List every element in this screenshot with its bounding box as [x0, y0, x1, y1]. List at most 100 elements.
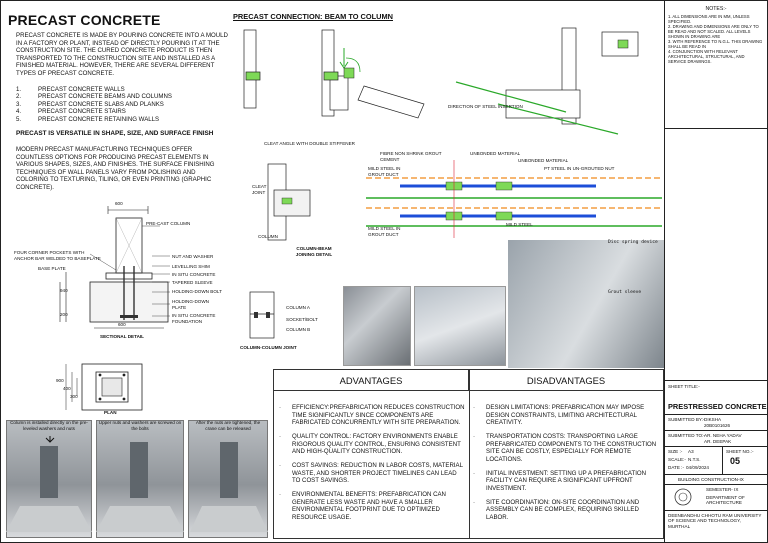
sheet-no-label: SHEET NO.:- — [726, 449, 754, 454]
page-title: PRECAST CONCRETE — [8, 12, 161, 28]
dim-bottom: 600 — [118, 322, 126, 327]
list-item: 4.PRECAST CONCRETE STAIRS — [16, 108, 126, 116]
advantages-table: ADVANTAGES DISADVANTAGES EFFICIENCY:PREF… — [273, 369, 664, 539]
list-item: COST SAVINGS: REDUCTION IN LABOR COSTS, … — [279, 462, 465, 485]
submitted-by-name: DIKSHA — [704, 417, 722, 422]
advantages-list: EFFICIENCY:PREFABRICATION REDUCES CONSTR… — [279, 404, 465, 527]
notes-title: NOTES:- — [705, 6, 727, 12]
sectional-detail-drawing — [59, 206, 170, 329]
cbjd-title: COLUMN-BEAM JOINING DETAIL — [295, 246, 333, 257]
plan-drawing — [65, 363, 143, 411]
sectional-detail-title: SECTIONAL DETAIL — [100, 334, 144, 339]
step-caption-3: After the nuts are tightened, the crane … — [195, 420, 261, 431]
versatile-heading: PRECAST IS VERSATILE IN SHAPE, SIZE, AND… — [16, 130, 214, 137]
note-item: 4. CONJUNCTION WITH RELEVANT ARCHITECTUR… — [668, 49, 745, 64]
label-foundation: IN SITU CONCRETE FOUNDATION — [172, 313, 216, 324]
label-pockets: FOUR CORNER POCKETS WITH ANCHOR BAR WELD… — [14, 250, 101, 261]
list-item: 5.PRECAST CONCRETE RETAINING WALLS — [16, 115, 160, 123]
submitted-by-label: SUBMITTED BY:- — [668, 417, 705, 422]
submitted-to-label: SUBMITTED TO:- — [668, 433, 705, 438]
dim-side-2: 200 — [60, 312, 68, 317]
label-unbonded-2: UNBONDED MATERIAL — [518, 158, 569, 163]
photo-beam-column — [414, 286, 506, 366]
list-item: TRANSPORTATION COSTS: TRANSPORTING LARGE… — [473, 433, 659, 463]
ccj-socket: SOCKET/BOLT — [286, 317, 318, 322]
size-label: SIZE :- — [668, 449, 683, 454]
step-caption-1: Column is installed directly on the pre-… — [10, 420, 88, 431]
list-item: 3.PRECAST CONCRETE SLABS AND PLANKS — [16, 100, 164, 108]
cbjd-cleat-label: CLEAT JOINT — [252, 184, 267, 195]
sheet-number: 05 — [730, 456, 741, 466]
grout-duct-detail — [366, 160, 662, 238]
ccj-column-a: COLUMN A — [286, 305, 310, 310]
scale-label: SCALE:- — [668, 457, 686, 462]
note-item: 3. WITH REFERENCE TO N.G.L. THIS DRAWING… — [668, 39, 763, 49]
semester-label: SEMESTER- IX — [706, 487, 739, 492]
department-label: DEPARTMENT OF ARCHITECTURE — [706, 495, 745, 506]
list-item: INITIAL INVESTMENT: SETTING UP A PREFABR… — [473, 470, 659, 493]
label-levelling-shim: LEVELLING SHIM — [172, 264, 210, 269]
list-item: 2.PRECAST CONCRETE BEAMS AND COLUMNS — [16, 93, 172, 101]
photo-grout-sleeve — [343, 286, 411, 366]
column-column-joint-drawing — [249, 291, 275, 339]
course-label: BUILDING CONSTRUCTION-IX — [678, 477, 744, 482]
label-mild-steel-top: MILD STEEL IN GROUT DUCT — [368, 166, 401, 177]
label-in-situ: IN SITU CONCRETE — [172, 272, 216, 277]
label-pt-steel: PT STEEL IN UN-GROUTED NUT — [544, 166, 615, 171]
note-item: 1. ALL DIMENSIONS ARE IN MM, UNLESS SPEC… — [668, 14, 750, 24]
list-item: 1.PRECAST CONCRETE WALLS — [16, 86, 125, 93]
steel-insertion-label: DIRECTION OF STEEL INSERTION — [448, 104, 523, 109]
label-fibre-grout: FIBRE NON SHRINK GROUT CEMENT — [380, 151, 442, 162]
list-item: SITE COORDINATION: ON-SITE COORDINATION … — [473, 499, 659, 522]
label-disc-spring: Disc spring device — [608, 240, 658, 245]
step-caption-2: Upper nuts and washers are screwed on th… — [98, 420, 182, 431]
label-holding-plate: HOLDING-DOWN PLATE — [172, 299, 210, 310]
submitted-to-2: AR. DEEPAK — [704, 439, 732, 444]
ccj-column-b: COLUMN B — [286, 327, 311, 332]
list-item: QUALITY CONTROL: FACTORY ENVIRONMENTS EN… — [279, 433, 465, 456]
precast-types-list: 1.PRECAST CONCRETE WALLS 2.PRECAST CONCR… — [16, 86, 228, 123]
cleat-caption: CLEAT ANGLE WITH DOUBLE STIFFENER — [264, 141, 355, 146]
project-title: PRESTRESSED CONCRETE — [668, 402, 767, 411]
list-item: DESIGN LIMITATIONS: PREFABRICATION MAY I… — [473, 404, 659, 427]
notes-list: 1. ALL DIMENSIONS ARE IN MM, UNLESS SPEC… — [668, 14, 764, 64]
dim-top: 600 — [115, 201, 123, 206]
label-base-plate: BASE PLATE — [38, 266, 66, 271]
title-block — [664, 0, 768, 543]
university-logo-icon — [674, 488, 692, 506]
size-value: A3 — [688, 449, 694, 454]
column-beam-joining-drawing — [267, 163, 311, 241]
submitted-to-1: AR. NEHA YADAV — [704, 433, 742, 438]
label-mild-steel-bottom: MILD STEEL IN GROUT DUCT — [368, 226, 401, 237]
disadvantages-list: DESIGN LIMITATIONS: PREFABRICATION MAY I… — [473, 404, 659, 527]
list-item: ENVIRONMENTAL BENEFITS: PREFABRICATION C… — [279, 491, 465, 521]
label-unbonded-1: UNBONDED MATERIAL — [470, 151, 521, 156]
sheet-title-label: SHEET TITLE:- — [668, 384, 700, 389]
label-tapered-sleeve: TAPERED SLEEVE — [172, 280, 213, 285]
university-name: DEENBANDHU CHHOTU RAM UNIVERSITY OF SCIE… — [668, 513, 762, 529]
modern-paragraph: MODERN PRECAST MANUFACTURING TECHNIQUES … — [16, 146, 215, 191]
date-value: 04/09/2024 — [686, 465, 709, 470]
note-item: 2. DRAWING AND DIMENSIONS ARE ONLY TO BE… — [668, 24, 759, 39]
ccj-title: COLUMN-COLUMN JOINT — [240, 345, 297, 350]
label-mild-steel-right: MILD STEEL — [506, 222, 533, 227]
label-holding-bolt: HOLDING-DOWN BOLT — [172, 289, 222, 294]
submitted-by-id: 20B0101626 — [704, 423, 731, 428]
list-item: EFFICIENCY:PREFABRICATION REDUCES CONSTR… — [279, 404, 465, 427]
label-precast-column: PRE-CAST COLUMN — [146, 221, 191, 226]
step-illustrations — [6, 436, 268, 532]
label-nut-washer: NUT AND WASHER — [172, 254, 214, 259]
date-label: DATE :- — [668, 465, 684, 470]
beam-column-connection-drawings — [243, 27, 639, 135]
plan-dim-2: 400 — [63, 386, 71, 391]
scale-value: N.T.S. — [688, 457, 701, 462]
plan-dim-1: 900 — [56, 378, 64, 383]
disadvantages-header: DISADVANTAGES — [469, 370, 663, 391]
intro-paragraph: PRECAST CONCRETE IS MADE BY POURING CONC… — [16, 32, 228, 77]
advantages-header: ADVANTAGES — [274, 370, 469, 391]
photo-3d-column-connection — [508, 240, 664, 368]
dim-side: 940 — [60, 288, 68, 293]
cbjd-column-label: COLUMN — [258, 234, 278, 239]
plan-dim-3: 300 — [70, 394, 78, 399]
plan-title: PLAN — [104, 410, 117, 415]
